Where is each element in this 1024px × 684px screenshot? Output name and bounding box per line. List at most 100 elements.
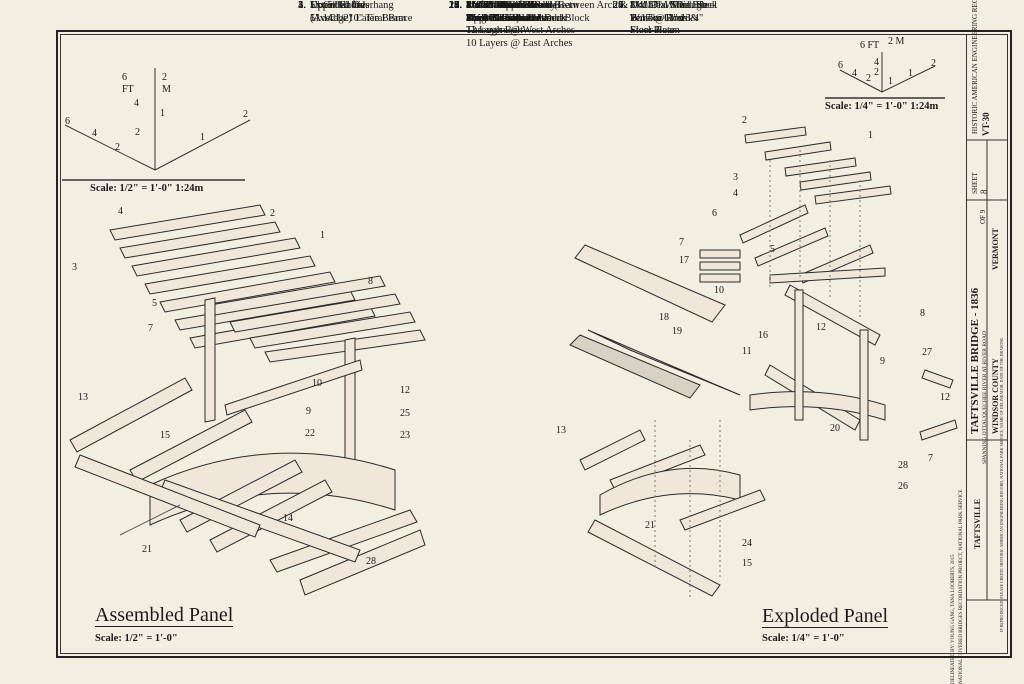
assembled-callout-label: 21 xyxy=(142,544,152,555)
legend-item: 17.2"x 8" Runners xyxy=(436,0,531,13)
exploded-panel-title: Exploded Panel xyxy=(762,605,889,628)
legend-line: 2"x 8" Tapper Board xyxy=(466,0,553,11)
legend-text: 3/4" Dia. Steel Tie xyxy=(630,0,708,13)
legend-number: 28. xyxy=(612,0,626,11)
legend-line: 10 Layers @ East Arches xyxy=(466,37,573,49)
legend-line: (Average) xyxy=(310,12,352,24)
exploded-scale-label: Scale: 1/4" = 1'-0" xyxy=(762,633,845,644)
legend-line: Steel Gusset xyxy=(466,12,519,24)
legend-text: 5"x 5" Rafter(Average) xyxy=(310,0,366,25)
exploded-callout-label: 8 xyxy=(920,308,925,319)
legend-line: 7"x 12" Post xyxy=(466,0,519,11)
legend-text: Extended Overhang xyxy=(310,0,394,13)
reproduction-statement: IF REPRODUCED, PLEASE CREDIT: HISTORIC A… xyxy=(999,337,1004,632)
left-scale-label: Scale: 1/2" = 1'-0" 1:24m xyxy=(90,183,204,194)
exploded-callout-label: 9 xyxy=(880,356,885,367)
assembled-callout-label: 25 xyxy=(400,408,410,419)
legend-line: W/ Washer & Nut xyxy=(466,12,542,24)
legend-line: Nailed Laminated Deck xyxy=(466,12,567,24)
legend-number: 4. xyxy=(298,0,306,11)
assembled-callout-label: 9 xyxy=(306,406,311,417)
exploded-callout-label: 26 xyxy=(898,481,908,492)
legend-text: 8"x 7" +/-Truss Dia. Brace xyxy=(466,0,536,25)
exploded-callout-label: 7 xyxy=(928,453,933,464)
legend-line: Steel Bolts xyxy=(466,12,512,24)
legend-line: 12 Layers @ West Arches xyxy=(466,25,575,36)
legend-number: 26. xyxy=(612,0,626,11)
legend-line: Truss Dia. Brace xyxy=(466,12,537,24)
legend-item: 7.8"x 7" +/-Truss Dia. Brace xyxy=(436,0,536,25)
exploded-callout-label: 10 xyxy=(714,285,724,296)
legend-item: 9.7"x 12" Post xyxy=(436,0,519,13)
legend-text: 1x Collar Ties xyxy=(310,0,370,13)
right-scale-label: Scale: 1/4" = 1'-0" 1:24m xyxy=(825,101,939,112)
exploded-callout-label: 12 xyxy=(940,392,950,403)
exploded-callout-label: 28 xyxy=(898,460,908,471)
assembled-callout-label: 14 xyxy=(283,513,293,524)
legend-line: 3/4" Dia. Steel Bolt xyxy=(466,0,549,11)
legend-line: Upper Chord xyxy=(310,0,366,11)
exploded-callout-label: 19 xyxy=(672,326,682,337)
legend-line: Laminated Arches by xyxy=(466,0,556,11)
exploded-callout-label: 17 xyxy=(679,255,689,266)
legend-line: Diagonal Truss Member xyxy=(466,12,569,24)
legend-text: 2"x 8" Runners xyxy=(466,0,531,13)
legend-item: 16. 2"x 8" Tapper Board xyxy=(436,0,553,13)
legend-line: Bottom Chord xyxy=(630,12,691,24)
legend-number: 5. xyxy=(298,0,306,11)
legend-number: 15. xyxy=(448,0,462,11)
legend-number: 1. xyxy=(298,0,306,11)
town-name: TAFTSVILLE xyxy=(973,498,982,549)
legend-item: 1. 5"x 5" Rafter(Average) xyxy=(280,0,366,25)
exploded-callout-label: 24 xyxy=(742,538,752,549)
legend-line: 1" Dia. Treenail xyxy=(466,0,533,11)
survey-name: HISTORIC AMERICAN ENGINEERING RECORD xyxy=(971,0,979,134)
assembled-callout-label: 8 xyxy=(368,276,373,287)
legend-number: 13. xyxy=(448,0,462,11)
legend-line: 16"x 8" Distribution Beam xyxy=(466,0,579,11)
legend-item: 2.Extended Overhang xyxy=(280,0,394,13)
assembled-callout-label: 23 xyxy=(400,430,410,441)
assembled-callout-label: 12 xyxy=(400,385,410,396)
sheet-label: SHEET xyxy=(971,172,979,194)
legend-line: 1" Dia. Tension Rod (Between Arch & xyxy=(466,0,629,11)
legend-line: Steel Plate xyxy=(630,25,675,36)
legend-number: 16. xyxy=(448,0,462,11)
legend-number: 25. xyxy=(612,0,626,11)
legend-text: 1" Dia. Tension Rod (Between Arch &Floor… xyxy=(466,0,628,25)
exploded-callout-label: 11 xyxy=(742,346,752,357)
legend-line: 1x Collar Ties xyxy=(310,0,370,11)
legend-line: Through Bolt xyxy=(466,25,523,36)
legend-line: Floor Beam xyxy=(630,25,680,36)
legend-line: Prefabricated xyxy=(466,0,522,11)
legend-text: 2"x 8" Tapper Board xyxy=(466,0,553,13)
legend-item: 19.8"x 2"Nailed Laminated Deck xyxy=(436,0,566,25)
exploded-callout-label: 5 xyxy=(770,244,775,255)
exploded-callout-label: 16 xyxy=(758,330,768,341)
legend-item: 24.3/4" Dia. Steel Tie xyxy=(600,0,708,13)
assembled-panel-title: Assembled Panel xyxy=(95,604,234,627)
legend-number: 14. xyxy=(448,0,462,11)
assembled-callout-label: 15 xyxy=(160,430,170,441)
legend-text: 8"x 2"Nailed Laminated Deck xyxy=(466,0,566,25)
sheet-border-outer xyxy=(56,30,1012,658)
legend-item: 22.1" Dia. Tension Rod (Between Arch &Fl… xyxy=(436,0,628,25)
